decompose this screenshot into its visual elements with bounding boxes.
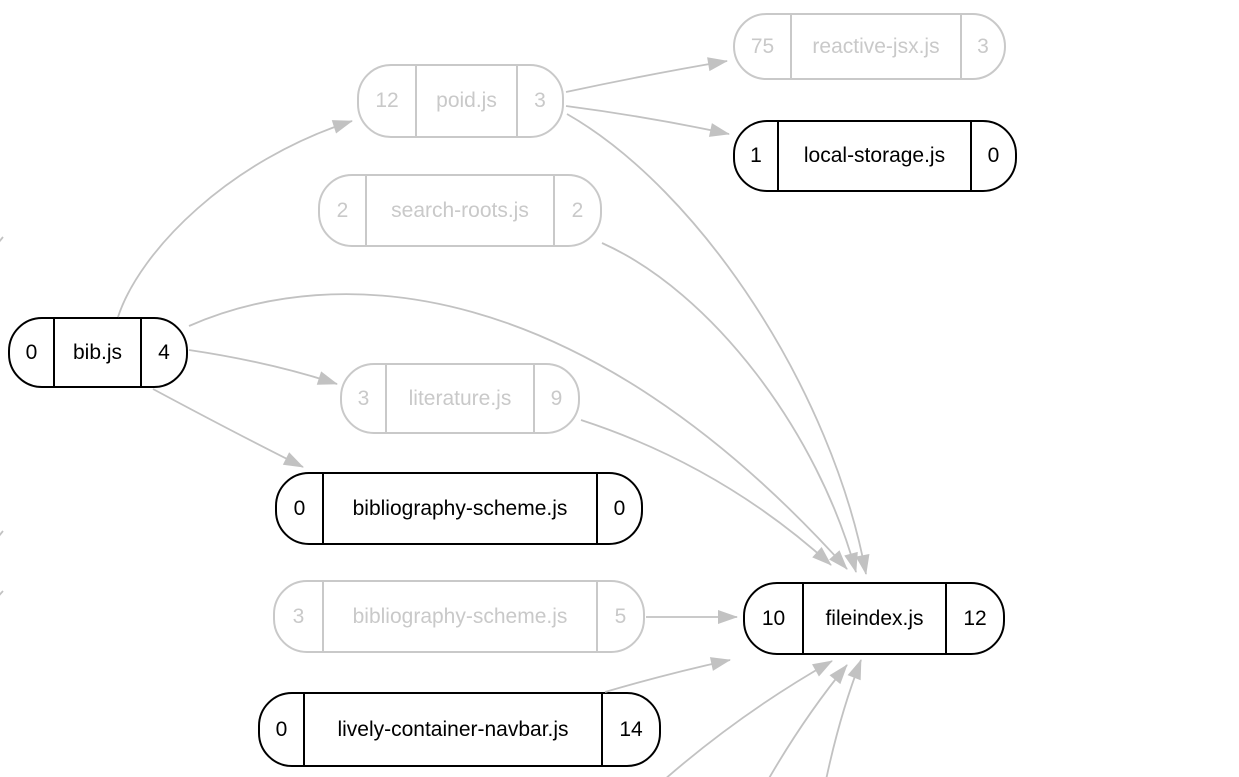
node-label: lively-container-navbar.js [337,717,569,741]
edge-bib-to-poid [117,120,353,318]
node-in-count: 3 [275,582,324,651]
node-out-count: 3 [960,15,1004,78]
node-out-count: 5 [596,582,643,651]
node-literature[interactable]: 3 literature.js 9 [340,363,580,434]
node-bibliography-scheme-muted[interactable]: 3 bibliography-scheme.js 5 [273,580,645,653]
node-label: bibliography-scheme.js [352,496,568,520]
node-label: search-roots.js [391,198,529,222]
node-in-count: 0 [10,319,55,386]
node-label: fileindex.js [825,606,924,630]
edge-poid-to-reactive-jsx [565,57,728,93]
node-reactive-jsx[interactable]: 75 reactive-jsx.js 3 [733,13,1006,80]
node-label: poid.js [436,89,497,112]
node-out-count: 3 [516,66,562,136]
edge-lively-container-navbar-to-fileindex [604,657,731,693]
node-out-count: 0 [596,474,641,543]
node-bib[interactable]: 0 bib.js 4 [8,317,188,388]
node-poid[interactable]: 12 poid.js 3 [357,64,564,138]
node-out-count: 0 [970,122,1015,190]
edge-offscreen-bottom-3-to-fileindex [825,659,862,777]
node-out-count: 2 [553,176,600,245]
edge-bib-to-bibliography-scheme-active [152,388,304,468]
node-label: bib.js [72,340,123,364]
node-label: literature.js [408,386,512,410]
node-lively-container-navbar[interactable]: 0 lively-container-navbar.js 14 [258,692,661,767]
node-local-storage[interactable]: 1 local-storage.js 0 [733,120,1017,192]
node-in-count: 2 [320,176,367,245]
edge-offscreen-left-3-to-offscreen [0,590,4,596]
node-in-count: 3 [342,365,387,432]
node-out-count: 9 [533,365,578,432]
node-search-roots[interactable]: 2 search-roots.js 2 [318,174,602,247]
node-label: bibliography-scheme.js [352,604,568,628]
node-bibliography-scheme-active[interactable]: 0 bibliography-scheme.js 0 [275,472,643,545]
edge-offscreen-left-2-to-offscreen [0,530,4,537]
edge-poid-to-local-storage [565,105,730,137]
node-out-count: 4 [140,319,186,386]
edge-offscreen-bottom-1-to-fileindex [666,660,833,777]
node-in-count: 0 [260,694,305,765]
node-label: local-storage.js [803,144,946,167]
node-in-count: 10 [745,584,804,653]
node-out-count: 12 [945,584,1003,653]
node-out-count: 14 [601,694,659,765]
node-label: reactive-jsx.js [812,34,940,58]
edge-bib-to-literature [188,349,338,385]
edge-offscreen-left-1-to-offscreen [0,236,4,243]
node-in-count: 0 [277,474,324,543]
node-in-count: 75 [735,15,792,78]
edge-offscreen-bottom-2-to-fileindex [768,664,848,777]
node-in-count: 12 [359,66,417,136]
node-fileindex[interactable]: 10 fileindex.js 12 [743,582,1005,655]
node-in-count: 1 [735,122,779,190]
